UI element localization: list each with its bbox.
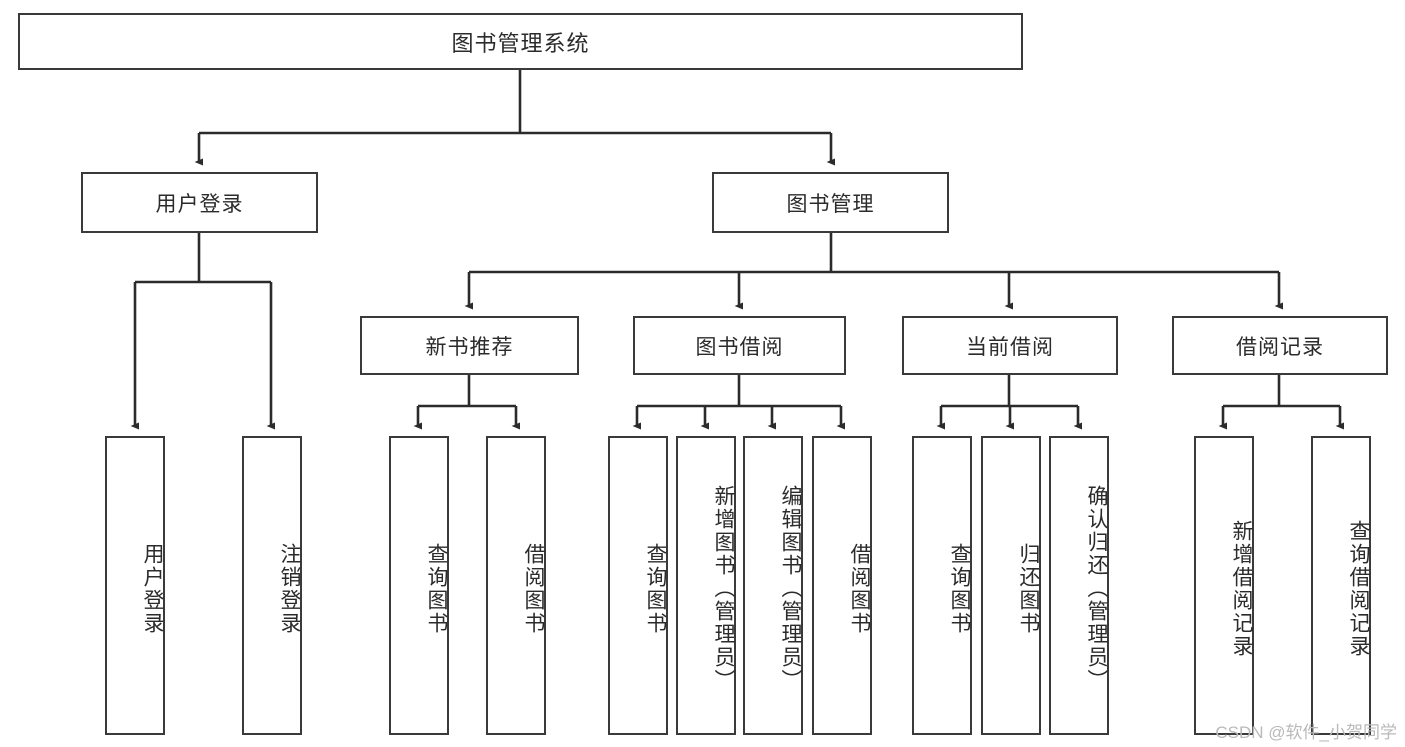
node-label: 用户登录 xyxy=(155,192,244,216)
node-label: 新增借阅记录 xyxy=(1230,519,1253,658)
leaf-user-login-signout[interactable]: 注销登录 xyxy=(242,436,302,735)
leaf-records-query-record[interactable]: 查询借阅记录 xyxy=(1311,436,1371,735)
node-label: 图书管理系统 xyxy=(451,30,590,56)
node-label: 注销登录 xyxy=(278,542,301,635)
leaf-borrow-add-book-admin[interactable]: 新增图书（管理员） xyxy=(676,436,736,735)
node-label: 查询图书 xyxy=(644,542,667,635)
leaf-borrow-query-book[interactable]: 查询图书 xyxy=(608,436,668,735)
node-current-borrowing[interactable]: 当前借阅 xyxy=(902,316,1118,375)
node-label: 确认归还（管理员） xyxy=(1085,485,1108,692)
node-label: 图书借阅 xyxy=(695,335,784,359)
leaf-new-book-query-book[interactable]: 查询图书 xyxy=(389,436,449,735)
node-book-management[interactable]: 图书管理 xyxy=(712,172,949,233)
node-label: 查询借阅记录 xyxy=(1347,519,1370,658)
node-book-borrowing[interactable]: 图书借阅 xyxy=(633,316,846,375)
node-label: 查询图书 xyxy=(425,542,448,635)
leaf-current-query-book[interactable]: 查询图书 xyxy=(912,436,972,735)
leaf-current-return-book[interactable]: 归还图书 xyxy=(981,436,1041,735)
node-user-login[interactable]: 用户登录 xyxy=(81,172,318,233)
node-label: 新书推荐 xyxy=(425,335,514,359)
node-label: 借阅图书 xyxy=(522,542,545,635)
node-label: 归还图书 xyxy=(1017,542,1040,635)
node-label: 图书管理 xyxy=(786,192,875,216)
node-label: 新增图书（管理员） xyxy=(712,485,735,692)
leaf-borrow-edit-book-admin[interactable]: 编辑图书（管理员） xyxy=(743,436,803,735)
node-root-book-management-system[interactable]: 图书管理系统 xyxy=(18,13,1023,70)
node-label: 编辑图书（管理员） xyxy=(779,485,802,692)
node-label: 借阅图书 xyxy=(848,542,871,635)
node-new-book-recommendation[interactable]: 新书推荐 xyxy=(360,316,579,375)
node-label: 借阅记录 xyxy=(1236,335,1324,359)
leaf-current-confirm-return-admin[interactable]: 确认归还（管理员） xyxy=(1049,436,1109,735)
leaf-user-login-signin[interactable]: 用户登录 xyxy=(105,436,165,735)
watermark-text: CSDN @软件_小贺同学 xyxy=(1215,723,1397,742)
node-label: 用户登录 xyxy=(141,542,164,635)
leaf-borrow-borrow-book[interactable]: 借阅图书 xyxy=(812,436,872,735)
node-label: 查询图书 xyxy=(948,542,971,635)
node-label: 当前借阅 xyxy=(966,335,1054,359)
leaf-records-add-record[interactable]: 新增借阅记录 xyxy=(1194,436,1254,735)
leaf-new-book-borrow-book[interactable]: 借阅图书 xyxy=(486,436,546,735)
node-borrow-records[interactable]: 借阅记录 xyxy=(1172,316,1388,375)
